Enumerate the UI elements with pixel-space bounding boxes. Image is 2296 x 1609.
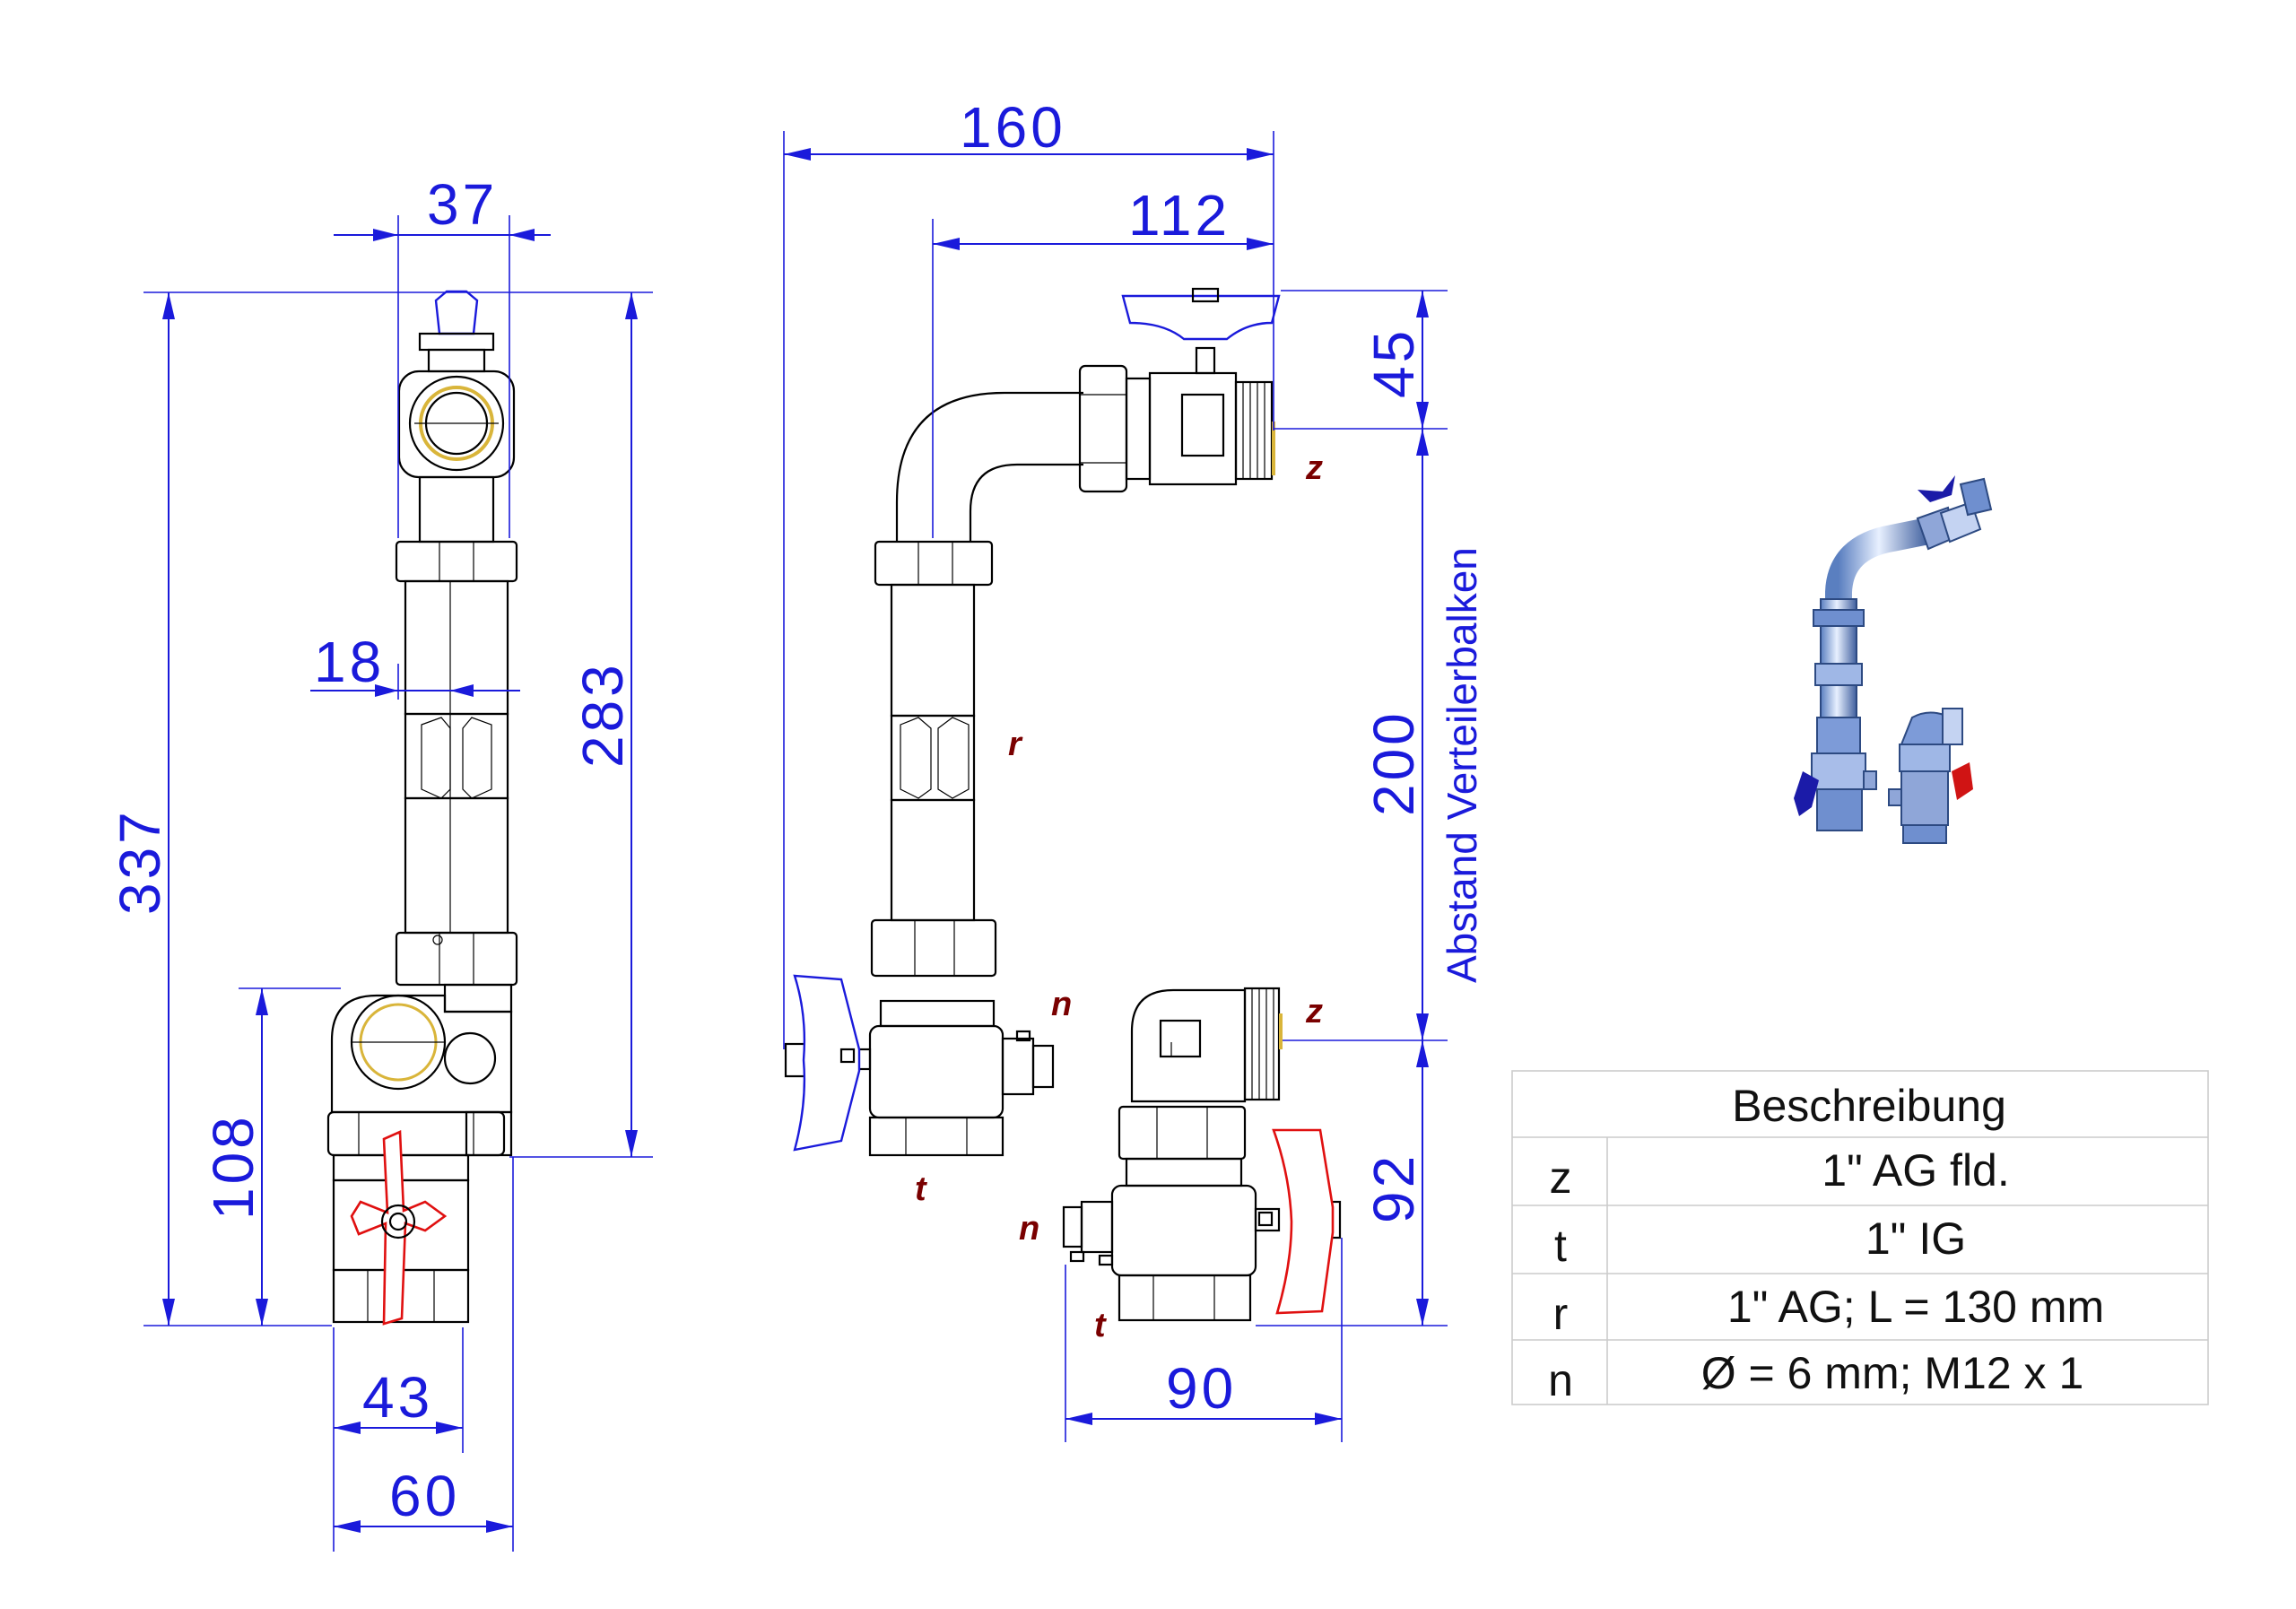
legend-key-r: r bbox=[1553, 1289, 1569, 1339]
label-t-left: t bbox=[915, 1170, 927, 1208]
label-n-right: n bbox=[1019, 1210, 1039, 1248]
dim-200: 200 bbox=[1361, 709, 1426, 816]
legend-table: Beschreibung z 1" AG fld. t 1" IG r 1" A… bbox=[1511, 1070, 2209, 1405]
dim-18: 18 bbox=[314, 630, 385, 694]
dim-43: 43 bbox=[362, 1365, 433, 1430]
dim-60: 60 bbox=[389, 1464, 460, 1528]
spacing-label: Abstand Verteilerbalken bbox=[1439, 547, 1485, 983]
dim-160: 160 bbox=[960, 95, 1066, 160]
product-illustration bbox=[1794, 475, 1993, 844]
side-view: 160 112 45 200 Abstand Verteilerbalken 9… bbox=[783, 95, 1485, 1442]
legend-key-z: z bbox=[1550, 1152, 1572, 1203]
label-r: r bbox=[1008, 726, 1023, 763]
label-n-left: n bbox=[1051, 986, 1072, 1023]
front-view: 37 18 337 283 108 43 60 bbox=[108, 172, 653, 1552]
label-t-right: t bbox=[1094, 1307, 1107, 1344]
legend-value-r: 1" AG; L = 130 mm bbox=[1727, 1282, 2104, 1332]
legend-key-t: t bbox=[1554, 1221, 1567, 1271]
legend-value-n: Ø = 6 mm; M12 x 1 bbox=[1701, 1348, 2084, 1398]
label-z-bottom: z bbox=[1305, 993, 1323, 1031]
legend-key-n: n bbox=[1548, 1355, 1573, 1405]
legend-value-z: 1" AG fld. bbox=[1822, 1145, 2010, 1196]
legend-header: Beschreibung bbox=[1732, 1081, 2006, 1131]
dim-92: 92 bbox=[1361, 1152, 1426, 1223]
legend-value-t: 1" IG bbox=[1866, 1213, 1966, 1264]
dim-45: 45 bbox=[1361, 327, 1426, 398]
dim-37: 37 bbox=[427, 172, 498, 237]
label-z-top: z bbox=[1305, 449, 1323, 487]
dim-112: 112 bbox=[1128, 183, 1231, 248]
dim-108: 108 bbox=[201, 1113, 265, 1220]
dim-283: 283 bbox=[570, 661, 635, 768]
dim-337: 337 bbox=[108, 808, 172, 915]
dim-90: 90 bbox=[1166, 1356, 1237, 1421]
